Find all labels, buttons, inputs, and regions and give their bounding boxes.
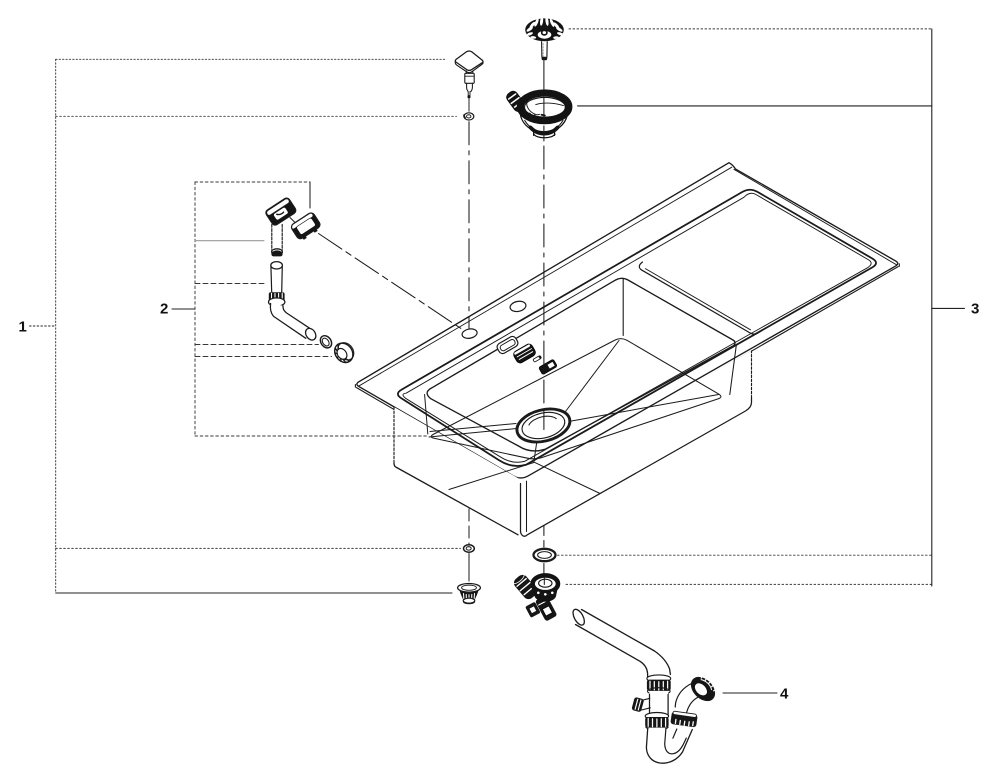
svg-text:2: 2 bbox=[160, 301, 168, 318]
svg-text:1: 1 bbox=[19, 319, 27, 336]
svg-text:3: 3 bbox=[971, 301, 979, 318]
svg-text:4: 4 bbox=[780, 686, 789, 703]
